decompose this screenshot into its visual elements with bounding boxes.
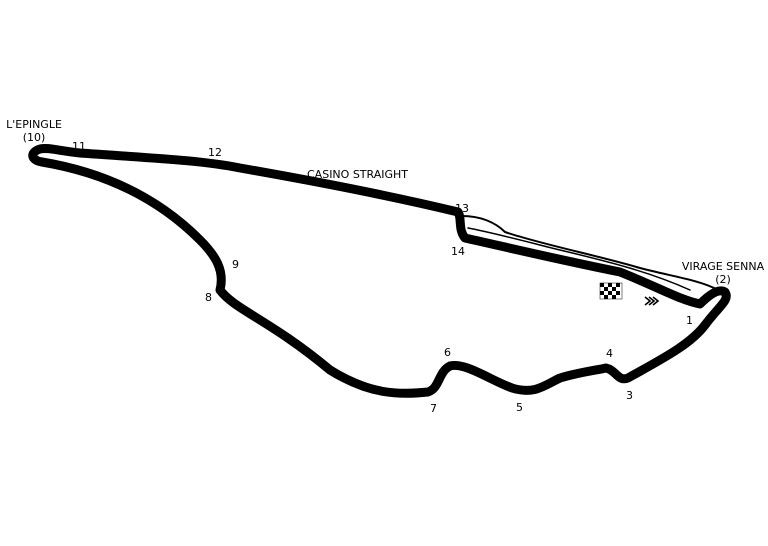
casino-straight-label: CASINO STRAIGHT xyxy=(307,168,408,181)
turn-11-label: 11 xyxy=(72,140,86,153)
senna-number: (2) xyxy=(715,273,731,286)
turn-1-label: 1 xyxy=(686,314,693,327)
pit-lane-inner xyxy=(467,227,691,291)
turn-8-label: 8 xyxy=(205,291,212,304)
senna-label: VIRAGE SENNA (2) xyxy=(680,260,766,286)
pit-lane xyxy=(461,215,719,291)
senna-name: VIRAGE SENNA xyxy=(681,260,765,273)
turn-4-label: 4 xyxy=(606,347,613,360)
epingle-label: L'EPINGLE (10) xyxy=(6,118,62,144)
turn-9-label: 9 xyxy=(232,258,239,271)
turn-7-label: 7 xyxy=(430,402,437,415)
checkered-flag-icon xyxy=(599,282,623,300)
turn-3-label: 3 xyxy=(626,389,633,402)
turn-13-label: 13 xyxy=(455,202,469,215)
direction-chevrons-icon xyxy=(644,296,660,306)
track-outline xyxy=(28,144,731,398)
turn-14-label: 14 xyxy=(451,245,465,258)
turn-12-label: 12 xyxy=(208,146,222,159)
epingle-name: L'EPINGLE xyxy=(6,118,62,131)
epingle-number: (10) xyxy=(22,131,46,144)
turn-5-label: 5 xyxy=(516,401,523,414)
turn-6-label: 6 xyxy=(444,346,451,359)
